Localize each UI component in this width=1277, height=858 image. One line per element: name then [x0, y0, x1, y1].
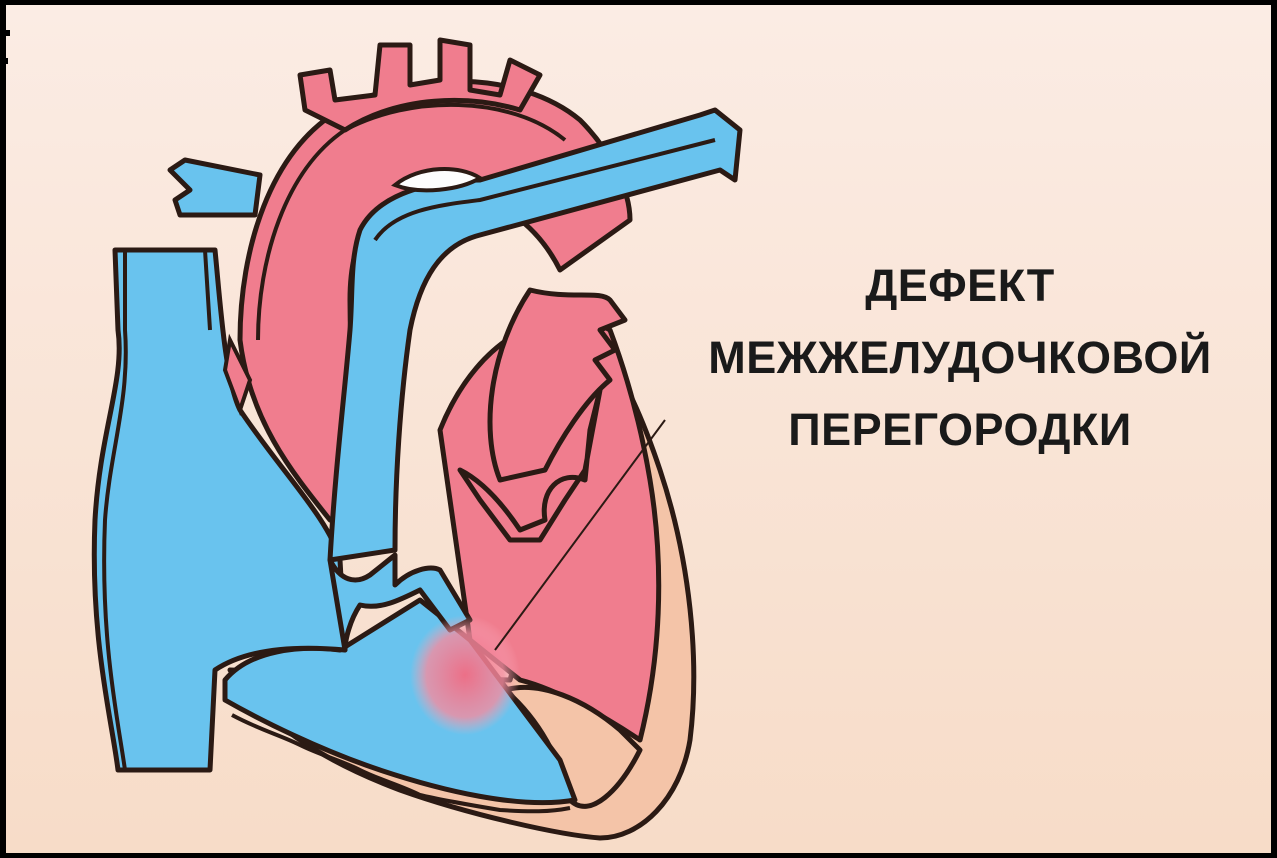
- septal-defect: [410, 615, 520, 735]
- right-pulmonary-branch: [170, 160, 260, 215]
- label-line-1: ДЕФЕКТ: [660, 250, 1260, 322]
- label-line-2: МЕЖЖЕЛУДОЧКОВОЙ: [660, 322, 1260, 394]
- defect-label: ДЕФЕКТ МЕЖЖЕЛУДОЧКОВОЙ ПЕРЕГОРОДКИ: [660, 250, 1260, 466]
- label-line-3: ПЕРЕГОРОДКИ: [660, 394, 1260, 466]
